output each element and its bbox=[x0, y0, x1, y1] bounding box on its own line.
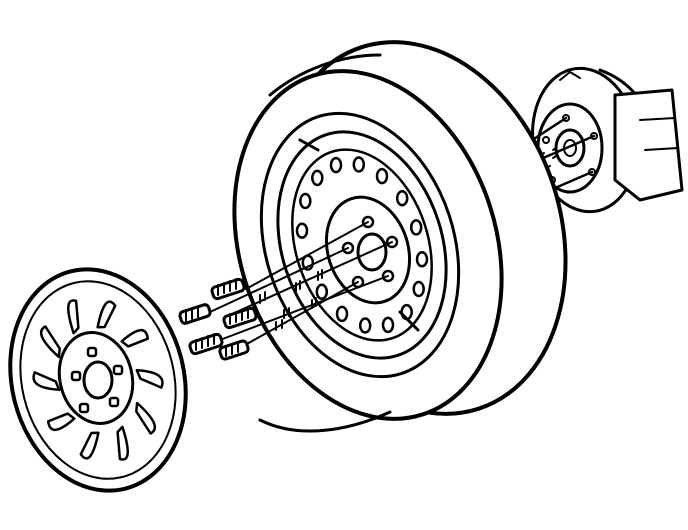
wheel-cover bbox=[8, 267, 188, 493]
vent-hole bbox=[315, 283, 329, 301]
alignment-lines bbox=[209, 221, 393, 346]
lug-nut bbox=[188, 332, 224, 356]
wheel-rim-inner bbox=[291, 148, 433, 342]
vent-hole bbox=[352, 156, 366, 173]
vent-hole bbox=[381, 316, 395, 334]
lug-nut bbox=[222, 306, 258, 330]
wheel-cover-cap bbox=[82, 360, 114, 400]
hub-center bbox=[554, 128, 586, 168]
cover-vane bbox=[32, 371, 61, 391]
cover-vane bbox=[79, 431, 100, 460]
vent-hole bbox=[295, 222, 309, 239]
valve-stem bbox=[298, 138, 420, 332]
rotor-arrow-mark bbox=[559, 71, 581, 81]
lug-nut bbox=[210, 277, 246, 301]
vent-hole bbox=[335, 305, 349, 323]
tire-and-wheel bbox=[232, 40, 568, 433]
cover-vane bbox=[135, 369, 164, 389]
cover-vane bbox=[40, 325, 61, 359]
cover-vane bbox=[135, 401, 156, 435]
lug-nuts bbox=[178, 277, 258, 361]
cover-vane bbox=[116, 425, 129, 461]
cover-vane bbox=[67, 299, 80, 335]
lug-nut bbox=[178, 303, 212, 325]
vent-hole bbox=[395, 189, 409, 207]
lug-nut bbox=[218, 339, 250, 361]
axle-detail bbox=[639, 117, 679, 151]
vent-hole bbox=[375, 167, 389, 185]
cover-vane bbox=[46, 412, 76, 432]
vent-hole bbox=[329, 156, 343, 174]
wheel-cover-lug-recesses bbox=[70, 346, 124, 414]
vent-hole bbox=[412, 280, 425, 298]
wheel-cover-inner-rim bbox=[19, 280, 177, 480]
cover-vane bbox=[96, 300, 117, 329]
tread-contour bbox=[258, 53, 392, 433]
vent-hole bbox=[415, 251, 429, 268]
vent-hole bbox=[409, 219, 423, 236]
stud-dash-marks bbox=[259, 269, 323, 331]
cover-vane bbox=[120, 328, 150, 348]
vent-hole bbox=[311, 169, 324, 187]
vent-hole bbox=[358, 317, 372, 334]
wheel-cover-vanes bbox=[32, 299, 164, 461]
vent-hole bbox=[299, 192, 312, 210]
axle-housing bbox=[613, 88, 684, 202]
